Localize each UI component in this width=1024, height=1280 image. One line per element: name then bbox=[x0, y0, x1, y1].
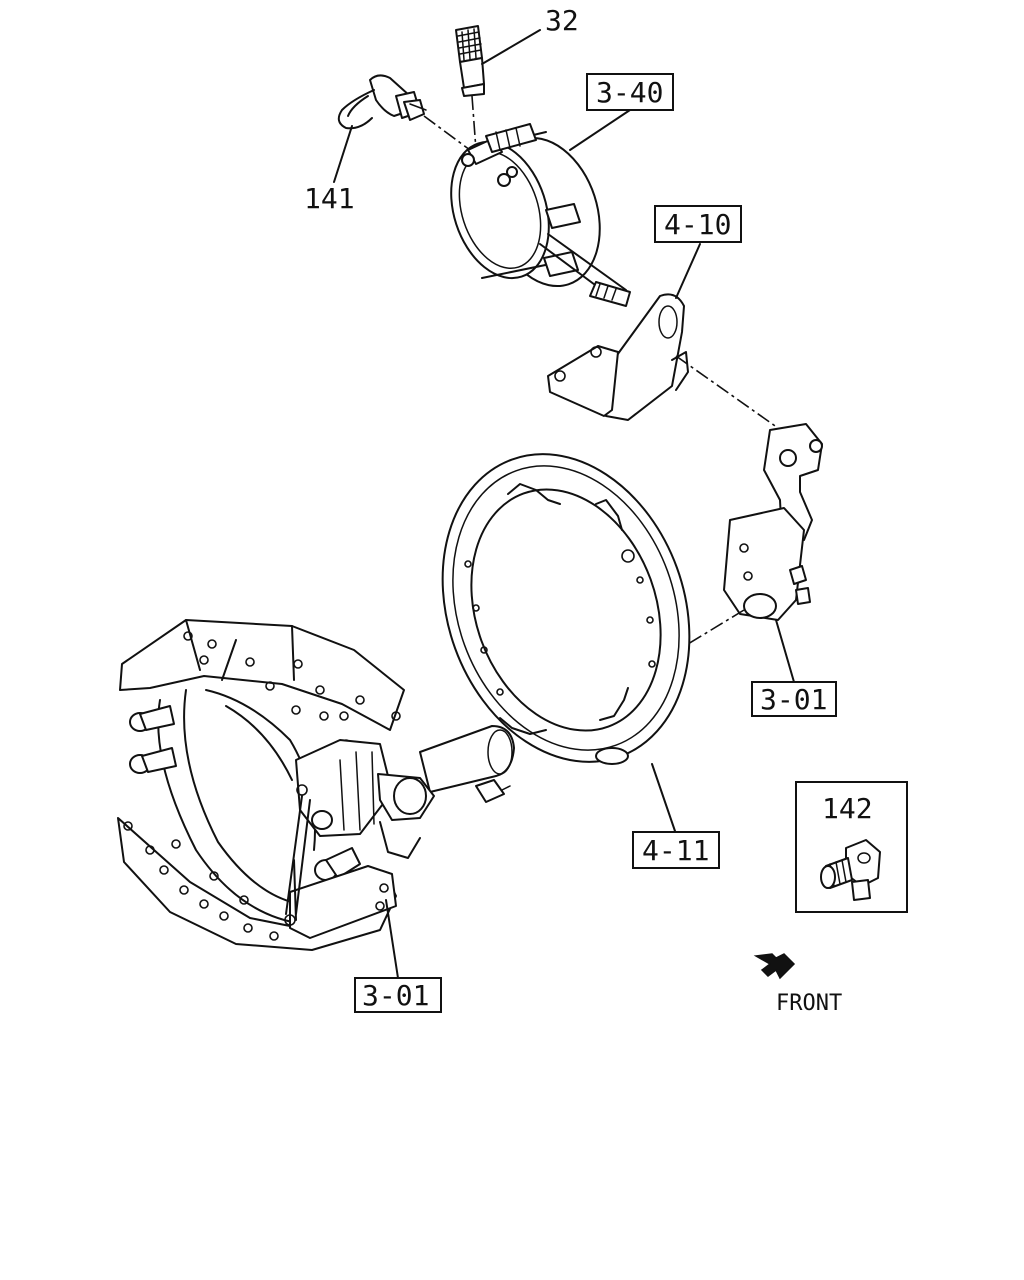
callout-box-4-11 bbox=[632, 831, 720, 869]
front-arrow-icon bbox=[753, 953, 796, 980]
backing-plate bbox=[441, 453, 691, 765]
part-141-fitting bbox=[337, 74, 471, 151]
callout-3-01-upper: 3-01 bbox=[760, 683, 827, 716]
callout-box-4-10 bbox=[654, 205, 742, 243]
callout-32: 32 bbox=[545, 4, 579, 37]
brake-chamber bbox=[450, 123, 631, 307]
elbow-fitting-icon bbox=[820, 839, 881, 901]
part-32-bolt bbox=[455, 25, 485, 151]
front-direction-indicator: FRONT bbox=[753, 953, 842, 1016]
chamber-bracket bbox=[547, 293, 779, 429]
callout-box-3-01-upper bbox=[751, 681, 837, 717]
callout-141: 141 bbox=[304, 182, 355, 215]
slack-adjuster bbox=[529, 423, 823, 741]
callout-4-10: 4-10 bbox=[664, 208, 731, 241]
callout-box-3-01-lower bbox=[354, 977, 442, 1013]
callout-4-11: 4-11 bbox=[642, 834, 709, 867]
callout-3-01-lower: 3-01 bbox=[362, 979, 429, 1012]
callout-3-40: 3-40 bbox=[596, 76, 663, 109]
camshaft bbox=[419, 725, 515, 803]
callout-box-3-40 bbox=[586, 73, 674, 111]
leader-lines bbox=[333, 29, 857, 979]
callout-142: 142 bbox=[822, 792, 873, 825]
front-label: FRONT bbox=[776, 991, 842, 1016]
inset-part-142: 142 bbox=[795, 781, 908, 913]
brake-shoe-assembly bbox=[117, 619, 435, 951]
